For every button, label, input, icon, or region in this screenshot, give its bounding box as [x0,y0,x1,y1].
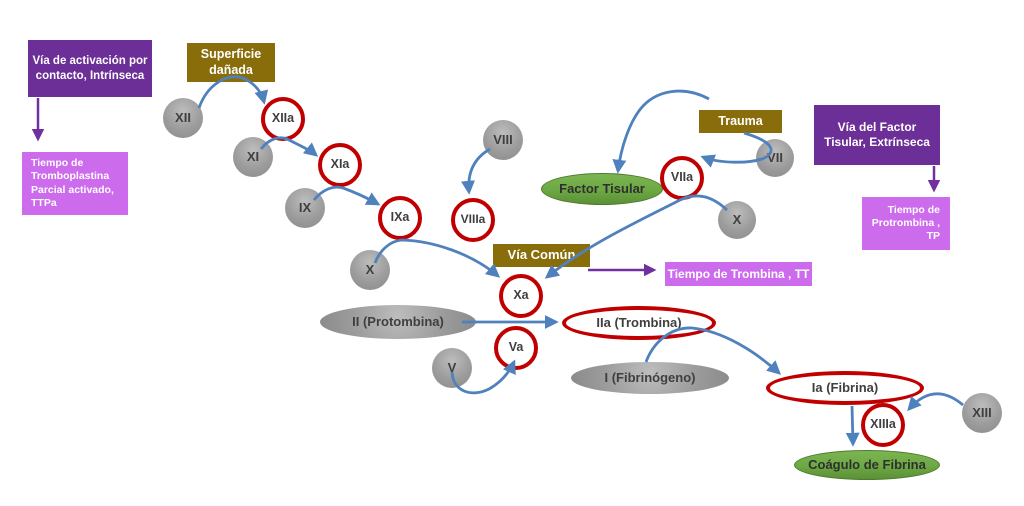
tissue-factor-node: Factor Tisular [541,173,663,205]
tp-test-box: Tiempo de Protrombina , TP [862,197,950,250]
arrow-ia-to-clot [845,405,860,447]
factor-ii-prothrombin-node: II (Protombina) [320,305,476,339]
factor-viiia-node: VIIIa [451,198,495,242]
arrow-to-tissue-factor [612,89,710,174]
factor-viii-node: VIII [483,120,523,160]
factor-iia-thrombin-node: IIa (Trombina) [562,306,716,340]
factor-xa-node: Xa [499,274,543,318]
arrow-xiii-to-xiiia [907,392,964,412]
extrinsic-pathway-box: Vía del Factor Tisular, Extrínseca [814,105,940,165]
tt-test-box: Tiempo de Trombina , TT [665,262,812,286]
factor-xii-node: XII [163,98,203,138]
factor-v-node: V [432,348,472,388]
factor-ixa-node: IXa [378,196,422,240]
factor-ia-fibrin-node: Ia (Fibrina) [766,371,924,405]
factor-xiiia-node: XIIIa [861,403,905,447]
factor-xia-node: XIa [318,143,362,187]
factor-xiii-node: XIII [962,393,1002,433]
fibrin-clot-node: Coágulo de Fibrina [794,450,940,480]
factor-x-left-node: X [350,250,390,290]
factor-i-fibrinogen-node: I (Fibrinógeno) [571,362,729,394]
factor-xiia-node: XIIa [261,97,305,141]
factor-xi-node: XI [233,137,273,177]
factor-vii-node: VII [756,139,794,177]
damaged-surface-box: Superficie dañada [187,43,275,82]
ttpa-test-box: Tiempo de Tromboplastina Parcial activad… [22,152,128,215]
factor-ix-node: IX [285,188,325,228]
arrow-x-to-xa-intrinsic [373,238,501,278]
factor-va-node: Va [494,326,538,370]
trauma-box: Trauma [699,110,782,133]
common-pathway-box: Vía Común [493,244,590,267]
arrow-viii-to-viiia [461,147,491,195]
factor-viia-node: VIIa [660,156,704,200]
intrinsic-pathway-box: Vía de activación por contacto, Intrínse… [28,40,152,97]
factor-x-right-node: X [718,201,756,239]
